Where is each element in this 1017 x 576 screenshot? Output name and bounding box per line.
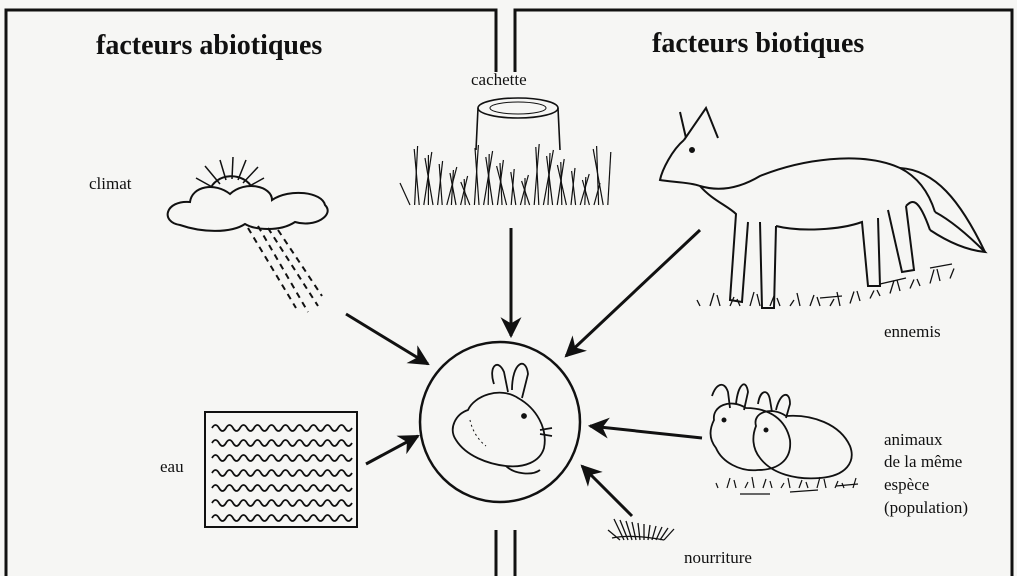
climate-label: climat <box>89 174 131 194</box>
arrow-enemies <box>566 230 700 356</box>
water-label: eau <box>160 457 184 477</box>
arrow-food <box>582 466 632 516</box>
tree-stump-grass-icon <box>400 98 611 205</box>
same-species-label-line4: (population) <box>884 498 968 518</box>
arrow-climate <box>346 314 428 364</box>
cloud-sun-rain-icon <box>168 157 328 312</box>
enemies-label: ennemis <box>884 322 941 342</box>
rabbits-icon <box>711 384 859 494</box>
water-waves-icon <box>205 412 357 527</box>
biotic-heading: facteurs biotiques <box>652 28 864 60</box>
food-label: nourriture <box>684 548 752 568</box>
arrow-same-species <box>590 426 702 438</box>
same-species-label-line3: espèce <box>884 475 929 495</box>
same-species-label-line2: de la même <box>884 452 962 472</box>
fox-icon <box>660 108 985 308</box>
grass-tuft-icon <box>608 519 674 540</box>
hiding-place-label: cachette <box>471 70 527 90</box>
same-species-label-line1: animaux <box>884 430 943 450</box>
arrow-water <box>366 436 418 464</box>
center-habitat-circle <box>420 342 580 502</box>
abiotic-heading: facteurs abiotiques <box>96 30 322 62</box>
